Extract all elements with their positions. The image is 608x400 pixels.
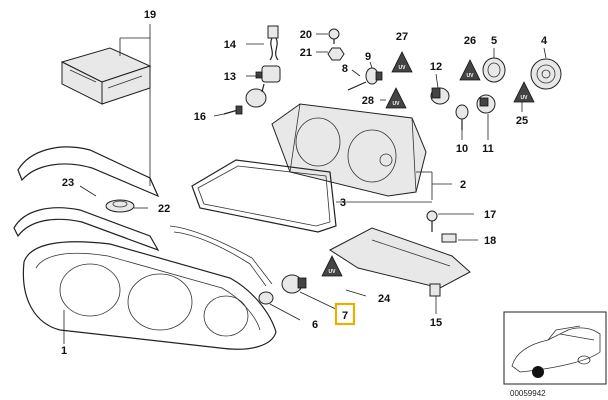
callout-leaders: [79, 33, 547, 297]
label-7: 7: [342, 310, 348, 322]
part-6-bulb: [258, 291, 301, 321]
part-8-screw: [347, 81, 367, 91]
part-14-wiring-plug: [267, 25, 279, 61]
label-16: 16: [194, 111, 206, 123]
part-13-bulb-socket: [245, 65, 281, 108]
part-10-bulb: [455, 104, 469, 130]
label-3: 3: [340, 197, 346, 209]
label-23: 23: [62, 177, 74, 189]
part-22-adjuster: [105, 199, 148, 213]
label-1: 1: [61, 345, 67, 357]
label-13: 13: [224, 71, 236, 83]
svg-text:UV: UV: [467, 73, 475, 79]
part-2-headlight-housing: [271, 103, 452, 200]
label-14: 14: [224, 39, 237, 51]
label-7-highlight[interactable]: 7: [334, 302, 356, 326]
part-9-bulb: [365, 67, 383, 85]
part-19-leader: [119, 24, 151, 186]
label-2: 2: [460, 179, 466, 191]
part-25-warning-label: UV: [513, 81, 535, 103]
label-21: 21: [300, 47, 312, 59]
label-5: 5: [491, 35, 497, 47]
part-24-warning-label: UV: [321, 255, 343, 277]
label-6: 6: [312, 319, 318, 331]
label-8: 8: [342, 63, 348, 75]
part-19-box-drawing: [60, 47, 152, 105]
label-25: 25: [516, 115, 528, 127]
part-23-trim-strip: [13, 146, 160, 252]
label-4: 4: [541, 35, 548, 47]
part-21-nut: [327, 47, 345, 61]
label-12: 12: [430, 61, 442, 73]
part-1-headlight-lens: [22, 225, 277, 350]
part-28-warning-label: UV: [385, 87, 407, 109]
part-15-bracket: [329, 227, 471, 314]
part-17-screw: [426, 210, 474, 232]
label-20: 20: [300, 29, 312, 41]
part-26-warning-label: UV: [459, 59, 481, 81]
part-27-warning-label: UV: [391, 51, 413, 73]
label-17: 17: [484, 209, 496, 221]
svg-text:UV: UV: [393, 101, 401, 107]
part-7-bulb-socket: [281, 274, 343, 313]
svg-text:UV: UV: [399, 65, 407, 71]
car-thumbnail-inset: [503, 311, 607, 385]
svg-text:UV: UV: [329, 269, 337, 275]
label-22: 22: [158, 203, 170, 215]
part-18-clip: [441, 233, 478, 243]
label-26: 26: [464, 35, 476, 47]
label-9: 9: [365, 51, 371, 63]
label-19: 19: [144, 9, 156, 21]
label-24: 24: [378, 293, 391, 305]
label-11: 11: [482, 143, 494, 155]
doc-number: 00059942: [510, 389, 546, 398]
part-20-clip: [328, 28, 340, 44]
part-16-screw: [223, 105, 243, 115]
part-5-cap: [482, 57, 506, 83]
part-3-gasket: [191, 159, 432, 233]
label-15: 15: [430, 317, 442, 329]
svg-text:UV: UV: [521, 95, 529, 101]
label-27: 27: [396, 31, 408, 43]
label-10: 10: [456, 143, 468, 155]
label-18: 18: [484, 235, 496, 247]
part-12-bulb-holder: [430, 87, 450, 105]
part-11-bulb-socket: [476, 94, 496, 114]
label-28: 28: [362, 95, 374, 107]
part-4-cap: [530, 58, 562, 90]
